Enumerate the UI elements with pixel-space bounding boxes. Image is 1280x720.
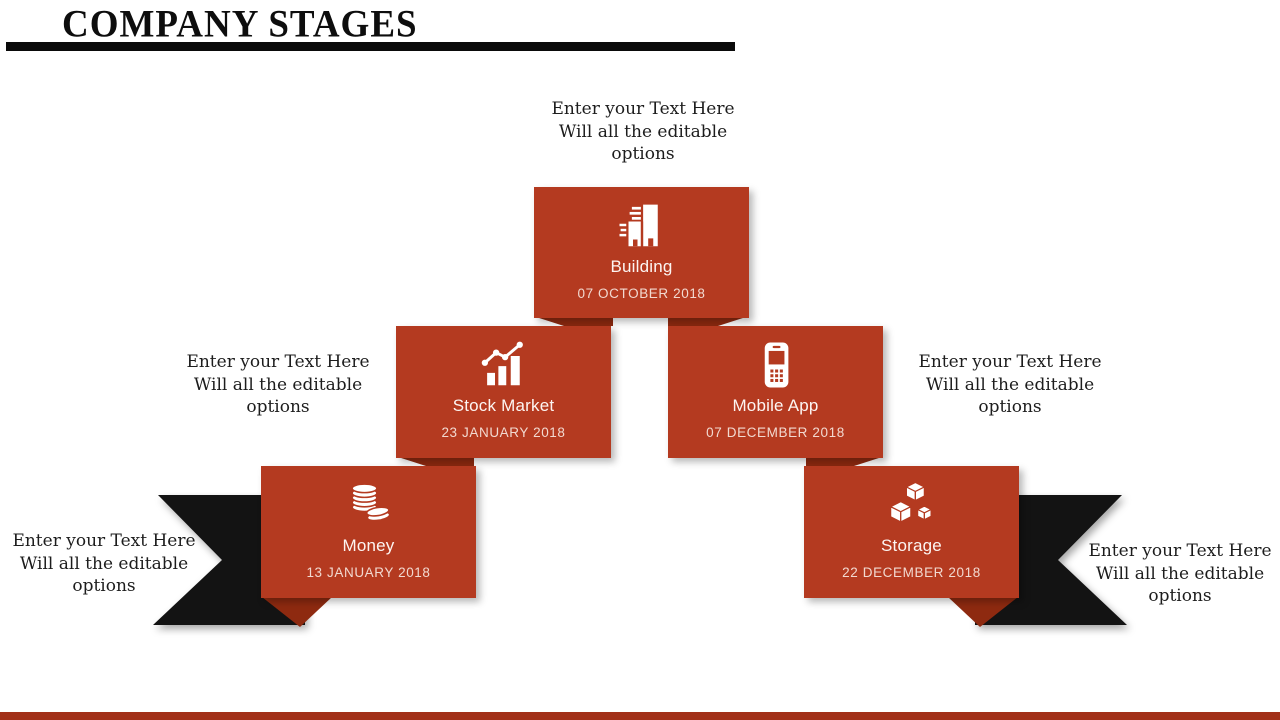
stage-date: 22 DECEMBER 2018 (842, 565, 981, 580)
placeholder-line: Enter your Text Here (551, 99, 735, 119)
placeholder-line: options (611, 144, 675, 164)
stage-name: Building (610, 257, 673, 276)
stage-name: Mobile App (732, 396, 819, 415)
stage-box-storage[interactable]: Storage 22 DECEMBER 2018 (804, 466, 1019, 598)
placeholder-text-mid-left[interactable]: Enter your Text Here Will all the editab… (173, 351, 383, 419)
fold-stock-market (398, 457, 474, 466)
placeholder-line: Will all the editable (19, 553, 189, 574)
placeholder-line: options (978, 397, 1042, 417)
stage-box-mobile-app[interactable]: Mobile App 07 DECEMBER 2018 (668, 326, 883, 458)
placeholder-text-low-left[interactable]: Enter your Text Here Will all the editab… (0, 530, 209, 598)
fold-mobile-app (806, 457, 882, 466)
stage-date: 07 DECEMBER 2018 (706, 425, 845, 440)
fold-building-left (536, 317, 613, 326)
placeholder-text-top-center[interactable]: Enter your Text Here Will all the editab… (538, 98, 748, 166)
stock-market-icon (477, 337, 531, 393)
placeholder-text-low-right[interactable]: Enter your Text Here Will all the editab… (1075, 540, 1280, 608)
placeholder-line: options (246, 397, 310, 417)
building-icon (615, 198, 669, 254)
stage-date: 23 JANUARY 2018 (441, 425, 566, 440)
stage-box-stock-market[interactable]: Stock Market 23 JANUARY 2018 (396, 326, 611, 458)
stage-name: Stock Market (452, 396, 555, 415)
stage-name: Money (342, 536, 395, 555)
money-icon (342, 477, 396, 533)
placeholder-line: options (72, 576, 136, 596)
stage-box-money[interactable]: Money 13 JANUARY 2018 (261, 466, 476, 598)
fold-building-right (668, 317, 746, 326)
placeholder-line: Enter your Text Here (1088, 541, 1272, 561)
stage-name: Storage (881, 536, 942, 555)
title-underline-bar (6, 42, 735, 51)
placeholder-line: Will all the editable (193, 374, 363, 395)
bottom-accent-bar (0, 712, 1280, 720)
placeholder-line: options (1148, 586, 1212, 606)
placeholder-line: Will all the editable (925, 374, 1095, 395)
stage-box-building[interactable]: Building 07 OCTOBER 2018 (534, 187, 749, 318)
slide-title: COMPANY STAGES (62, 3, 418, 47)
placeholder-line: Will all the editable (558, 121, 728, 142)
placeholder-line: Enter your Text Here (12, 531, 196, 551)
placeholder-line: Enter your Text Here (918, 352, 1102, 372)
mobile-app-icon (749, 337, 803, 393)
placeholder-line: Enter your Text Here (186, 352, 370, 372)
stage-date: 07 OCTOBER 2018 (577, 286, 706, 301)
placeholder-text-mid-right[interactable]: Enter your Text Here Will all the editab… (905, 351, 1115, 419)
stage-date: 13 JANUARY 2018 (306, 565, 431, 580)
placeholder-line: Will all the editable (1095, 563, 1265, 584)
storage-icon (885, 477, 939, 533)
